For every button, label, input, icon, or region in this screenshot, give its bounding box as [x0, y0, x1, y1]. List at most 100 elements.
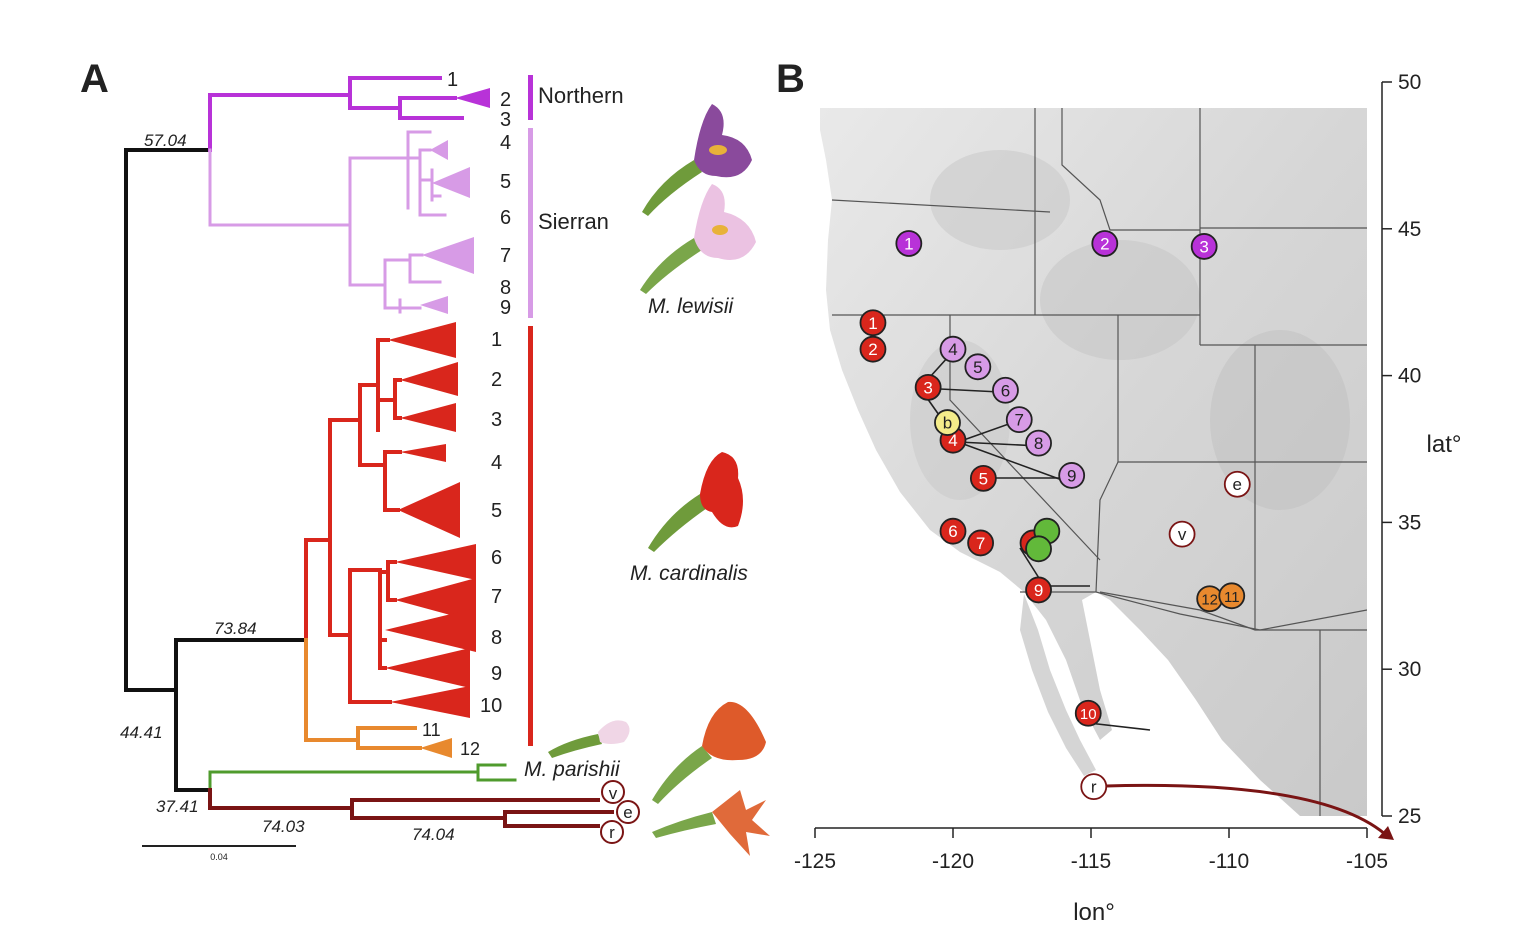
site-label: 3 [1199, 237, 1208, 256]
sierran-clade-branches [208, 130, 447, 314]
flower-illustration-lewisii-purple [642, 104, 752, 216]
northern-tip-labels: 1 2 3 [447, 69, 511, 131]
backbone-branches [124, 148, 308, 792]
cardinalis-triangle-3 [400, 403, 456, 432]
y-tick-label: 25 [1398, 805, 1421, 828]
sierran-triangle-5 [432, 167, 470, 198]
tip-label: 7 [500, 245, 511, 267]
site-label: 2 [868, 340, 877, 359]
outgroup-r-arrow [1105, 783, 1386, 836]
flower-illustration-lewisii-pink [640, 184, 756, 294]
site-marker-yellow [934, 409, 961, 436]
tip-label: 9 [491, 663, 502, 685]
node-label-outgroup-b: 74.04 [412, 825, 455, 844]
site-label: r [1091, 778, 1097, 797]
site-label: 10 [1080, 706, 1097, 723]
site-label: 2 [1100, 234, 1109, 253]
northern-clade-branches [208, 76, 464, 152]
y-tick-label: 50 [1398, 71, 1421, 94]
site-label: 5 [979, 469, 988, 488]
site-label: 4 [948, 431, 957, 450]
y-tick-label: 35 [1398, 511, 1421, 534]
site-label: 5 [973, 358, 982, 377]
terrain-shade [930, 150, 1070, 250]
species-label-cardinalis: M. cardinalis [630, 562, 748, 585]
y-tick-label: 40 [1398, 365, 1421, 388]
species-label-parishii: M. parishii [524, 758, 621, 781]
tip-label: 3 [491, 409, 502, 431]
site-label: 11 [1224, 589, 1240, 606]
cardinalis-triangle-10 [390, 686, 470, 718]
site-label: 8 [1034, 434, 1043, 453]
flower-illustration-parishii [548, 720, 630, 758]
site-marker-cardinalis [969, 464, 997, 492]
tip-label: 6 [500, 207, 511, 229]
tip-label: 3 [500, 109, 511, 131]
site-label: 3 [923, 378, 932, 397]
flower-illustration-orange-spiky [652, 790, 770, 856]
tip-label: 8 [491, 627, 502, 649]
site-marker-northern [1091, 230, 1119, 257]
x-tick-label: -105 [1346, 850, 1388, 873]
tip-label: 9 [500, 297, 511, 319]
clade-label-sierran: Sierran [538, 209, 609, 234]
site-marker-sierran [964, 353, 992, 381]
parishii-branches [208, 763, 517, 792]
outgroup-branches [208, 788, 614, 828]
site-marker-cardinalis [914, 373, 942, 401]
sierran-tip-labels: 4 5 6 7 8 9 [500, 132, 511, 319]
tip-label: 2 [500, 89, 511, 111]
x-axis-label: lon° [1073, 899, 1115, 926]
cardinalis-tip-labels: 1 2 3 4 5 6 7 8 9 10 [480, 329, 502, 717]
tip-label-orange-12: 12 [460, 739, 480, 759]
site-marker-sierran [1058, 462, 1086, 489]
x-tick-label: -110 [1209, 850, 1249, 873]
node-label-cardinalis-split: 73.84 [214, 619, 257, 638]
node-label-outgroup-a: 74.03 [262, 817, 305, 836]
cardinalis-triangle-8 [385, 608, 476, 652]
terrain-shade [1210, 330, 1350, 510]
site-marker-sierran [992, 376, 1019, 404]
site-marker-sierran [939, 335, 967, 363]
site-marker-orange [1218, 582, 1246, 610]
y-axis-label: lat° [1427, 431, 1462, 458]
site-marker-cardinalis [1025, 576, 1052, 604]
sierran-triangle-9 [420, 296, 448, 314]
tip-label: 7 [491, 586, 502, 608]
site-marker-cardinalis [859, 309, 887, 337]
site-marker-sierran [1005, 406, 1033, 434]
panel-b-label: B [776, 57, 805, 101]
baja-peninsula [1020, 594, 1096, 776]
site-label: b [943, 414, 952, 433]
site-label: e [1233, 475, 1242, 494]
site-label: 7 [1015, 411, 1024, 430]
y-tick-label: 30 [1398, 658, 1421, 681]
x-tick-label: -125 [794, 850, 836, 873]
cardinalis-triangle-6 [395, 544, 476, 580]
x-tick-label: -115 [1071, 850, 1111, 873]
cardinalis-triangle-9 [385, 648, 470, 688]
site-label: 1 [904, 234, 913, 253]
site-marker-parishii [1025, 535, 1052, 563]
panel-a-label: A [80, 57, 109, 101]
sierran-triangle-4 [430, 140, 448, 160]
us-mexico-border [1020, 591, 1367, 631]
species-label-lewisii: M. lewisii [648, 295, 735, 318]
site-label: 1 [868, 314, 877, 333]
cardinalis-triangle-4 [400, 444, 446, 462]
terrain-shade [1040, 240, 1200, 360]
site-label: 6 [1001, 381, 1010, 400]
site-label: 7 [976, 534, 985, 553]
cardinalis-triangle-1 [388, 322, 456, 358]
x-tick-label: -120 [932, 850, 974, 873]
tip-label: 5 [500, 171, 511, 193]
cardinalis-clade-bar [528, 326, 533, 746]
site-label: 4 [948, 340, 957, 359]
site-marker-cardinalis [967, 529, 994, 557]
site-label: 12 [1201, 592, 1218, 609]
orange-clade-branches [304, 638, 422, 750]
tip-label-v: v [609, 784, 618, 803]
tip-label: 1 [491, 329, 502, 351]
y-tick-label: 45 [1398, 218, 1421, 241]
tip-label: 6 [491, 547, 502, 569]
